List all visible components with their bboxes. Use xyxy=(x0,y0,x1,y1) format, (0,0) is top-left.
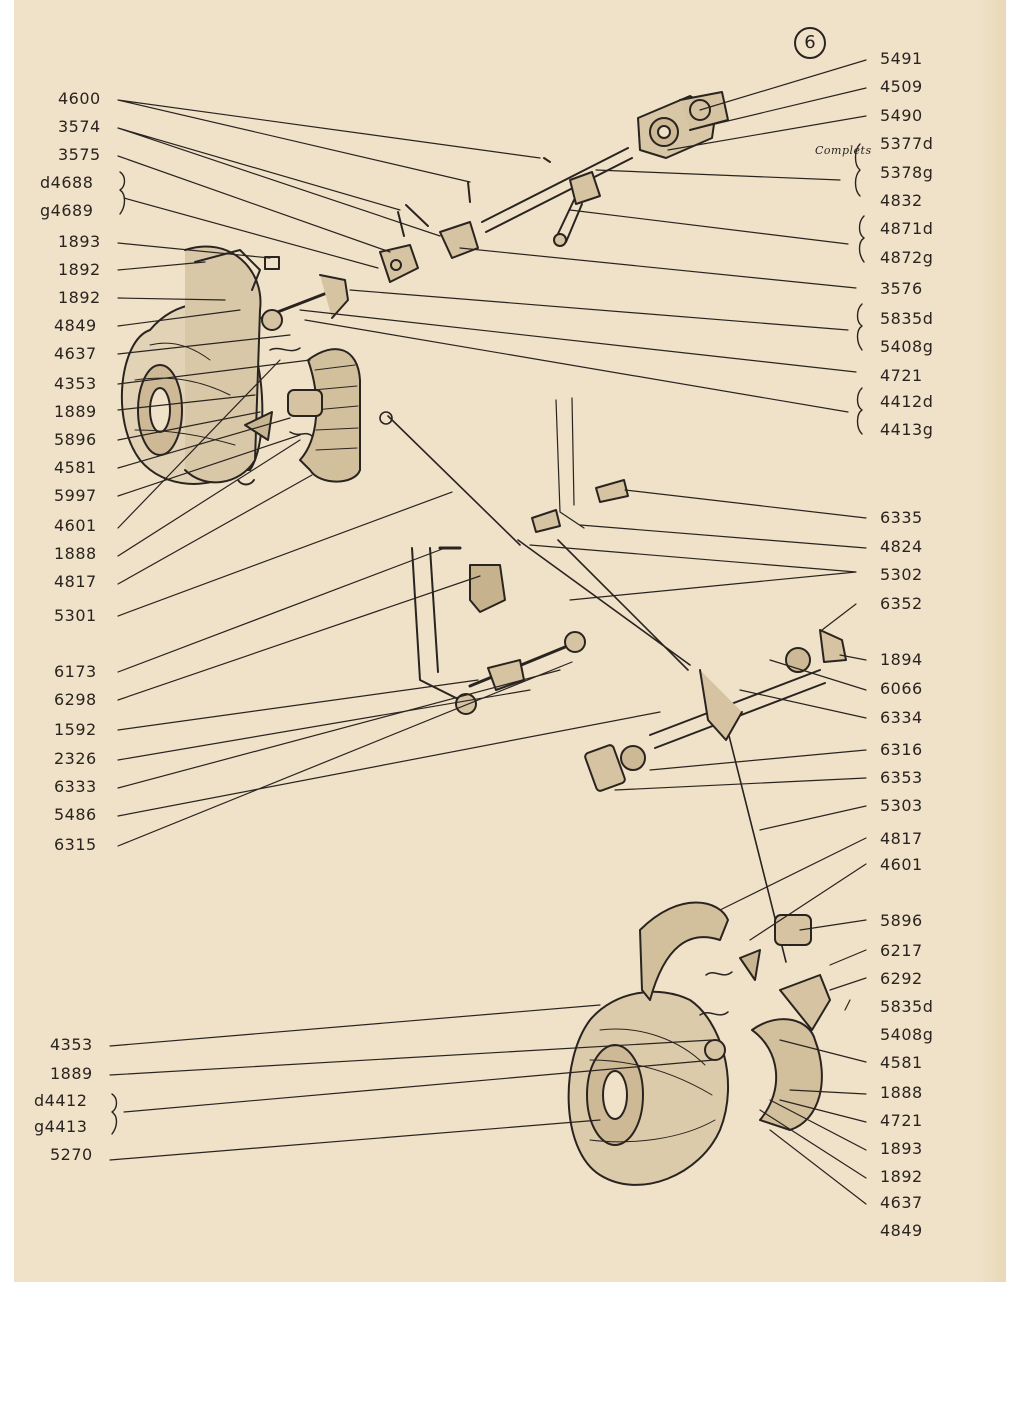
part-label: 4817 xyxy=(880,829,923,848)
rear-adjuster xyxy=(699,914,831,1061)
part-label: 1888 xyxy=(880,1083,923,1102)
part-label: 1888 xyxy=(54,544,97,563)
part-label: 1892 xyxy=(880,1167,923,1186)
part-label: 5303 xyxy=(880,796,923,815)
part-label: 5378g xyxy=(880,163,934,182)
part-label: 2326 xyxy=(54,749,97,768)
part-label: 1893 xyxy=(880,1139,923,1158)
part-label: 3574 xyxy=(58,117,101,136)
front-adjuster xyxy=(244,274,349,441)
part-label: 5408g xyxy=(880,1025,934,1044)
part-label: 5997 xyxy=(54,486,97,505)
part-label: 4637 xyxy=(880,1193,923,1212)
part-label: 1889 xyxy=(54,402,97,421)
part-label: 6298 xyxy=(54,690,97,709)
part-label: 6173 xyxy=(54,662,97,681)
brace-marks xyxy=(111,143,865,1135)
part-label: 4353 xyxy=(54,374,97,393)
rear-brake-drum xyxy=(567,990,729,1186)
part-label: 4601 xyxy=(54,516,97,535)
part-label: 5377d xyxy=(880,134,934,153)
part-label: 4637 xyxy=(54,344,97,363)
part-label: 4832 xyxy=(880,191,923,210)
part-label: 5491 xyxy=(880,49,923,68)
part-label: 5835d xyxy=(880,997,934,1016)
part-label: 4581 xyxy=(880,1053,923,1072)
part-label: 3575 xyxy=(58,145,101,164)
part-label: 4412d xyxy=(880,392,934,411)
part-label: 4601 xyxy=(880,855,923,874)
part-label: 5301 xyxy=(54,606,97,625)
cross-shaft xyxy=(481,91,729,247)
part-label: g4413 xyxy=(34,1117,88,1136)
part-label: 1592 xyxy=(54,720,97,739)
part-label: 4581 xyxy=(54,458,97,477)
brake-pedal xyxy=(411,546,586,715)
part-label: 1892 xyxy=(58,260,101,279)
part-label: d4688 xyxy=(40,173,94,192)
part-label: 4509 xyxy=(880,77,923,96)
leader-lines xyxy=(109,59,867,1205)
part-label: 5896 xyxy=(880,911,923,930)
part-label: 3576 xyxy=(880,279,923,298)
page-margin xyxy=(0,1282,1024,1408)
part-label: 5490 xyxy=(880,106,923,125)
part-label: 6066 xyxy=(880,679,923,698)
part-label: 6292 xyxy=(880,969,923,988)
part-label: 6217 xyxy=(880,941,923,960)
complets-annotation: Complets xyxy=(815,144,872,157)
part-label: 5896 xyxy=(54,430,97,449)
part-label: d4412 xyxy=(34,1091,88,1110)
part-label: 4849 xyxy=(54,316,97,335)
part-label: 6333 xyxy=(54,777,97,796)
part-label: 4353 xyxy=(50,1035,93,1054)
part-label: 5270 xyxy=(50,1145,93,1164)
part-label: 6352 xyxy=(880,594,923,613)
part-label: 4871d xyxy=(880,219,934,238)
part-label: g4689 xyxy=(40,201,94,220)
brake-rods xyxy=(379,397,787,963)
rear-cross-shaft xyxy=(531,479,847,792)
part-label: 5408g xyxy=(880,337,934,356)
front-brake-drum xyxy=(120,245,280,486)
part-label: 4721 xyxy=(880,1111,923,1130)
part-label: 6315 xyxy=(54,835,97,854)
part-label: 1893 xyxy=(58,232,101,251)
part-label: 4872g xyxy=(880,248,934,267)
part-label: 5486 xyxy=(54,805,97,824)
part-label: 6316 xyxy=(880,740,923,759)
page-number-badge: 6 xyxy=(794,27,826,59)
part-label: 1892 xyxy=(58,288,101,307)
part-label: 4849 xyxy=(880,1221,923,1240)
part-label: 4413g xyxy=(880,420,934,439)
part-label: 5835d xyxy=(880,309,934,328)
exploded-brake-diagram xyxy=(109,59,867,1205)
part-label: 4817 xyxy=(54,572,97,591)
part-label: 4824 xyxy=(880,537,923,556)
part-label: 6353 xyxy=(880,768,923,787)
part-label: 6335 xyxy=(880,508,923,527)
part-label: 1889 xyxy=(50,1064,93,1083)
part-label: 4721 xyxy=(880,366,923,385)
part-label: 5302 xyxy=(880,565,923,584)
part-label: 1894 xyxy=(880,650,923,669)
cross-shaft-clevis xyxy=(379,157,551,283)
part-label: 6334 xyxy=(880,708,923,727)
part-label: 4600 xyxy=(58,89,101,108)
